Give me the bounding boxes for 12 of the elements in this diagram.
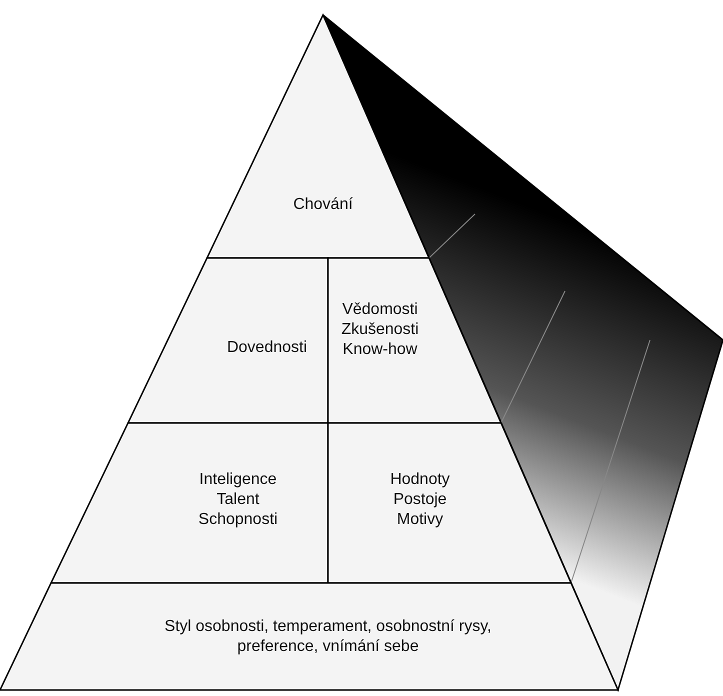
pyramid-section bbox=[207, 15, 429, 258]
section-label: Vědomosti Zkušenosti Know-how bbox=[340, 300, 420, 360]
section-label: Dovednosti bbox=[226, 338, 308, 358]
pyramid-section bbox=[51, 423, 328, 583]
section-label: Inteligence Talent Schopnosti bbox=[197, 470, 279, 530]
section-label: Hodnoty Postoje Motivy bbox=[389, 470, 451, 530]
pyramid-section bbox=[328, 423, 571, 583]
pyramid-section bbox=[328, 258, 501, 423]
pyramid-section bbox=[0, 583, 618, 690]
pyramid-section bbox=[128, 258, 328, 423]
section-label: Chování bbox=[292, 195, 354, 215]
section-label: Styl osobnosti, temperament, osobnostní rysy, preference, vnímání sebe bbox=[164, 617, 492, 657]
